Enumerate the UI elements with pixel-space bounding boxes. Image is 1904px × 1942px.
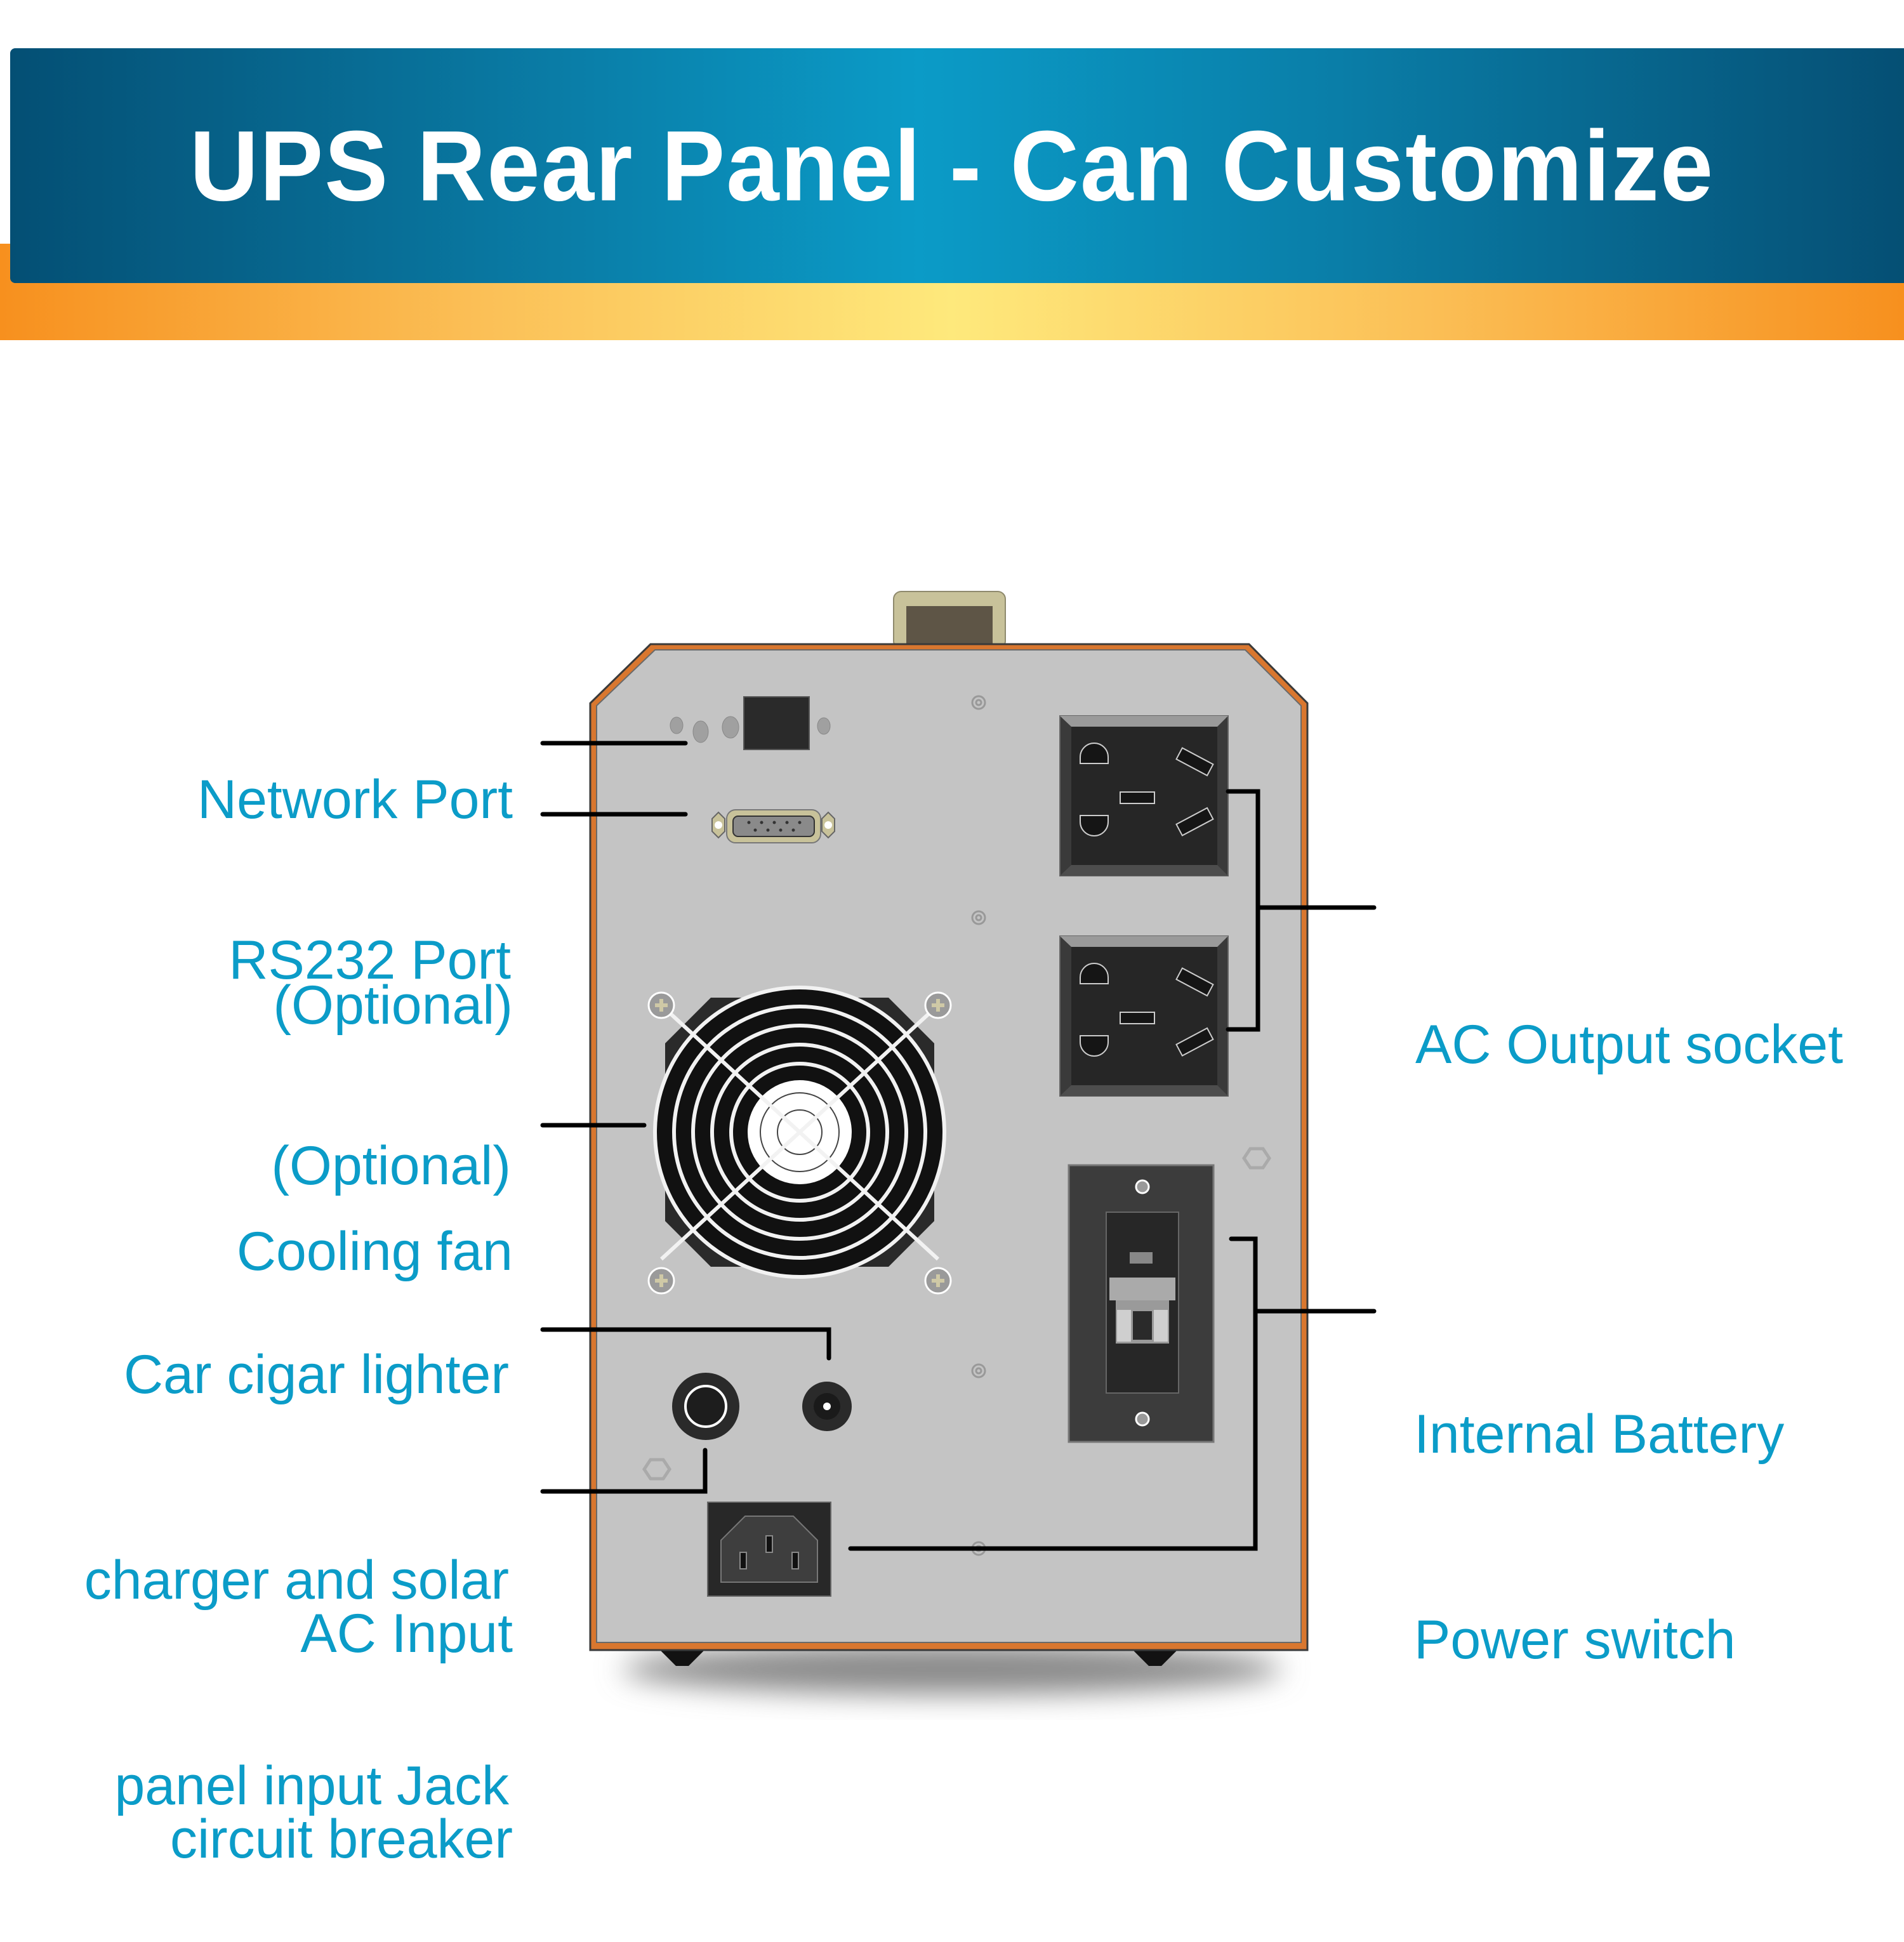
- circuit-breaker-icon: [672, 1373, 739, 1440]
- label-line: RS232 Port: [228, 930, 511, 991]
- handle-icon: [893, 591, 1006, 649]
- label-network-port: Network Port (Optional): [197, 628, 513, 1108]
- label-ac-output: AC Output socket: [1415, 873, 1843, 1147]
- label-line: (Optional): [273, 975, 513, 1036]
- battery-switch-icon: [1068, 1164, 1215, 1443]
- label-line: charger and solar: [84, 1550, 509, 1611]
- label-line: AC Input: [300, 1603, 513, 1664]
- label-ac-input: AC Input circuit breaker: [170, 1462, 513, 1942]
- label-line: AC Output socket: [1415, 1014, 1843, 1075]
- status-led-icon: [670, 716, 831, 743]
- page-title: UPS Rear Panel - Can Customize: [189, 109, 1715, 221]
- device-feet: [660, 1650, 1177, 1666]
- rs232-port-icon: [711, 809, 835, 843]
- banner-background: [10, 48, 1904, 283]
- ac-outlet-icon: [1059, 935, 1229, 1097]
- label-line: (Optional): [271, 1135, 511, 1196]
- label-line: Power switch: [1414, 1609, 1736, 1670]
- label-line: circuit breaker: [169, 1809, 513, 1870]
- label-battery-switch: Internal Battery Power switch: [1414, 1263, 1784, 1743]
- iec-inlet-icon: [707, 1502, 831, 1597]
- network-port-icon: [743, 696, 810, 750]
- label-cooling-fan: Cooling fan: [237, 1080, 513, 1354]
- ac-outlet-icon: [1059, 715, 1229, 876]
- label-line: panel input Jack: [114, 1755, 509, 1816]
- label-car-charger: Car cigar lighter charger and solar pane…: [84, 1203, 509, 1889]
- label-line: Cooling fan: [236, 1221, 513, 1282]
- label-rs232-port: RS232 Port (Optional): [228, 789, 511, 1269]
- label-line: Internal Battery: [1414, 1404, 1785, 1465]
- label-line: Network Port: [197, 769, 513, 830]
- cooling-fan-icon: [647, 986, 952, 1295]
- device-shadow: [622, 1644, 1282, 1694]
- label-line: Car cigar lighter: [124, 1344, 509, 1405]
- leader-lines: [540, 741, 1377, 1551]
- ground-nut-icon: [642, 1147, 1272, 1481]
- dc-jack-icon: [802, 1382, 852, 1431]
